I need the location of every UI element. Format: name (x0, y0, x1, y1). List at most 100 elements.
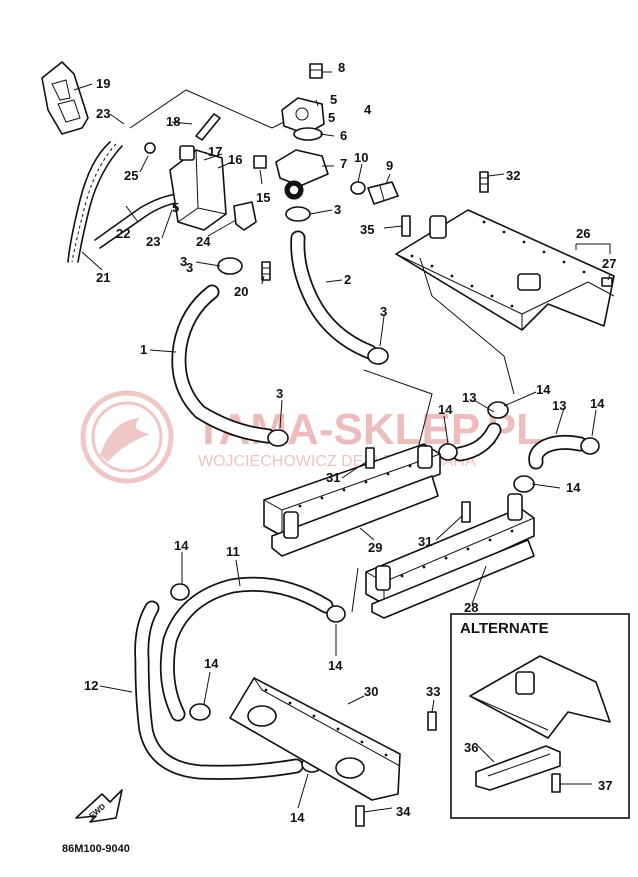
callout-11: 11 (226, 544, 240, 559)
callout-3c: 3 (380, 304, 387, 319)
part-9-valve (367, 181, 399, 205)
callout-5a: 5 (330, 92, 337, 107)
callout-23: 23 (96, 106, 110, 121)
callout-8: 8 (338, 60, 345, 75)
callout-13b: 13 (552, 398, 566, 413)
callout-25: 25 (124, 168, 138, 183)
callout-27: 27 (602, 256, 616, 271)
clamp-3-a (217, 257, 243, 275)
diagram-code: 86M100-9040 (62, 843, 130, 855)
part-30-exchanger (229, 677, 401, 801)
callout-14g: 14 (204, 656, 219, 671)
callout-18: 18 (166, 114, 180, 129)
clamp-14-b (438, 443, 458, 461)
callout-6: 6 (340, 128, 347, 143)
connection-line-c (351, 567, 359, 613)
part-7-housing (275, 149, 329, 200)
callout-24: 24 (196, 234, 211, 249)
part-16-reservoir-tank (169, 145, 227, 231)
callout-28: 28 (464, 600, 478, 615)
callout-14d: 14 (566, 480, 581, 495)
callout-3e: 3 (186, 260, 193, 275)
callout-32: 32 (506, 168, 520, 183)
leader-lines (73, 71, 611, 813)
callout-3a: 3 (180, 254, 187, 269)
callout-5b: 5 (328, 110, 335, 125)
clamp-14-e (170, 583, 190, 601)
watermark-logo (80, 390, 174, 484)
part-19-bracket (41, 61, 89, 135)
clamp-14-c (580, 437, 600, 455)
part-5-thermostat-cover (281, 97, 325, 135)
callout-26: 26 (576, 226, 590, 241)
part-25-fitting (144, 142, 156, 154)
callout-31a: 31 (326, 470, 340, 485)
callout-2: 2 (344, 272, 351, 287)
part-31-bolt-a (365, 447, 375, 469)
callout-4: 4 (364, 102, 372, 117)
callout-14a: 14 (536, 382, 551, 397)
callout-14h: 14 (290, 810, 305, 825)
callout-16: 16 (228, 152, 242, 167)
part-18-rod (195, 113, 221, 141)
part-10-seal (350, 181, 366, 195)
fwd-arrow: FWD (75, 789, 123, 823)
part-29-exchanger (263, 443, 441, 557)
callout-3b: 3 (334, 202, 341, 217)
part-28-exchanger (365, 493, 535, 619)
part-15-fitting (253, 155, 267, 169)
clamp-3-b (285, 206, 311, 222)
part-26-exchanger (395, 209, 615, 331)
clamp-3-d (267, 429, 289, 447)
part-6-gasket (293, 127, 323, 141)
callout-31b: 31 (418, 534, 432, 549)
part-33-bolt (427, 711, 437, 731)
callout-14e: 14 (174, 538, 189, 553)
reference-lines-top (129, 89, 293, 129)
callout-35: 35 (360, 222, 374, 237)
callout-14c: 14 (590, 396, 605, 411)
callout-15: 15 (256, 190, 270, 205)
callout-14f: 14 (328, 658, 343, 673)
part-34-bolt (355, 805, 365, 827)
part-31-bolt-b (461, 501, 471, 523)
part-35-bolt (401, 215, 411, 237)
hose-1 (171, 284, 276, 444)
part-32-bolt (479, 171, 489, 193)
callout-9: 9 (386, 158, 393, 173)
callout-19: 19 (96, 76, 110, 91)
hose-13-right (528, 434, 588, 470)
callout-37: 37 (598, 778, 612, 793)
callout-numbers: 19 23 18 17 16 25 5 22 23 24 21 3 20 15 … (84, 60, 616, 825)
clamp-14-f (326, 605, 346, 623)
callout-33: 33 (426, 684, 440, 699)
hose-12 (134, 600, 304, 780)
part-27-screw (601, 277, 613, 287)
part-24-bracket (233, 201, 257, 231)
callout-22: 22 (116, 226, 130, 241)
callout-10: 10 (354, 150, 368, 165)
part-36-bracket (475, 745, 561, 791)
callout-13a: 13 (462, 390, 476, 405)
clamp-14-d (513, 475, 535, 493)
part-37-bolt (551, 773, 561, 793)
clamp-14-a (487, 401, 509, 419)
clamp-3-c (367, 347, 389, 365)
callout-23b: 23 (146, 234, 160, 249)
hose-2 (290, 230, 378, 360)
callout-29: 29 (368, 540, 382, 555)
hose-13-left (452, 422, 502, 462)
connection-line-b (419, 257, 515, 395)
callout-12: 12 (84, 678, 98, 693)
callout-21: 21 (96, 270, 110, 285)
clamp-14-g (189, 703, 211, 721)
callout-34: 34 (396, 804, 411, 819)
callout-1: 1 (140, 342, 147, 357)
callout-3d: 3 (276, 386, 283, 401)
hose-11 (159, 576, 334, 722)
alternate-title: ALTERNATE (460, 620, 549, 637)
overflow-hoses (67, 141, 183, 263)
part-8-bolt (309, 63, 323, 79)
callout-7: 7 (340, 156, 347, 171)
